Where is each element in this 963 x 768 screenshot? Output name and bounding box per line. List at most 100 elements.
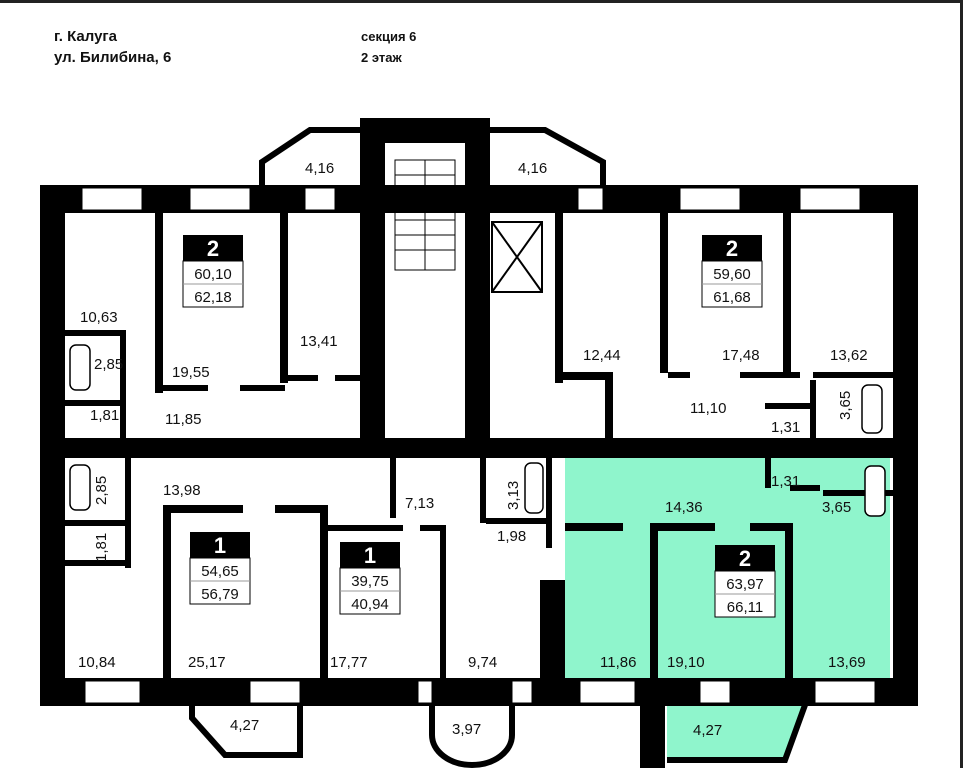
room-area: 4,16	[305, 160, 334, 177]
apartment-area: 59,60	[713, 266, 751, 283]
room-area: 7,13	[405, 495, 434, 512]
wall	[240, 385, 285, 391]
wall	[288, 375, 318, 381]
address-block: г. Калуга ул. Билибина, 6	[54, 26, 171, 68]
street-label: ул. Билибина, 6	[54, 49, 172, 66]
wall	[486, 518, 546, 524]
room-area: 3,13	[505, 481, 522, 510]
room-area: 25,17	[188, 654, 226, 671]
window	[799, 187, 861, 211]
room-area: 13,98	[163, 482, 201, 499]
wall	[420, 525, 440, 531]
wall	[65, 330, 125, 336]
room-area: 1,31	[771, 473, 800, 490]
wall	[163, 505, 243, 513]
wall	[465, 118, 490, 438]
window	[511, 680, 533, 704]
apartment-rooms: 2	[739, 546, 751, 571]
room-area: 17,77	[330, 654, 368, 671]
wall	[40, 678, 918, 706]
walls	[40, 118, 918, 768]
wall	[640, 705, 665, 768]
apartment-total-area: 62,18	[194, 289, 232, 306]
city-label: г. Калуга	[54, 28, 118, 45]
apartment-area: 63,97	[726, 576, 764, 593]
wall	[790, 485, 820, 491]
window	[577, 187, 604, 211]
bathtub-icons	[69, 344, 886, 517]
room-area: 13,41	[300, 333, 338, 350]
apartment-area: 60,10	[194, 266, 232, 283]
wall	[546, 458, 552, 548]
apartment-rooms: 2	[726, 236, 738, 261]
apartment-badge-highlighted[interactable]: 2 63,97 66,11	[714, 545, 776, 618]
wall	[360, 118, 490, 143]
room-area: 11,85	[165, 411, 201, 428]
window	[814, 680, 876, 704]
window	[699, 680, 731, 704]
wall	[783, 213, 791, 373]
room-area: 4,27	[230, 717, 259, 734]
wall	[605, 372, 613, 438]
wall	[750, 523, 790, 531]
room-area: 4,16	[518, 160, 547, 177]
room-area: 13,69	[828, 654, 866, 671]
wall	[655, 523, 715, 531]
wall	[823, 490, 893, 496]
wall	[65, 400, 125, 406]
wall	[65, 520, 125, 526]
room-area: 1,31	[771, 419, 800, 436]
badge-header	[190, 532, 250, 558]
wall	[813, 372, 893, 378]
badge-header	[183, 235, 243, 261]
wall	[120, 330, 126, 438]
wall	[280, 213, 288, 383]
wall	[125, 458, 131, 568]
wall	[65, 560, 125, 566]
room-area: 14,36	[665, 499, 703, 516]
floor-label: 2 этаж	[361, 50, 402, 65]
bathtub-icon	[69, 344, 91, 391]
wall	[540, 580, 565, 706]
apartment-area: 39,75	[351, 573, 389, 590]
window	[249, 680, 301, 704]
wall	[390, 458, 396, 518]
room-area: 1,81	[93, 533, 110, 562]
wall	[163, 385, 208, 391]
apartment-total-area: 66,11	[727, 599, 763, 616]
window	[579, 680, 636, 704]
apartment-badges: 260,1062,18259,6061,68154,6556,79139,754…	[182, 235, 776, 618]
room-area: 3,65	[837, 391, 854, 420]
room-area: 13,62	[830, 347, 868, 364]
room-area: 17,48	[722, 347, 760, 364]
apartment-badge[interactable]: 2 59,60 61,68	[701, 235, 763, 308]
wall	[40, 438, 918, 458]
bathtub-icon	[861, 384, 883, 434]
right-border	[960, 0, 963, 768]
wall	[320, 505, 328, 678]
window	[679, 187, 741, 211]
wall	[740, 372, 800, 378]
room-area: 10,84	[78, 654, 116, 671]
apartment-rooms: 1	[364, 543, 376, 568]
windows	[81, 187, 876, 704]
wall	[668, 372, 690, 378]
wall	[480, 458, 486, 523]
apartment-area: 54,65	[201, 563, 239, 580]
room-area: 9,74	[468, 654, 497, 671]
wall	[563, 372, 613, 380]
wall	[650, 523, 658, 678]
room-area: 1,81	[90, 407, 119, 424]
wall	[440, 525, 446, 678]
room-area: 10,63	[80, 309, 118, 326]
bay-outlines	[189, 127, 808, 768]
room-area: 3,65	[822, 499, 851, 516]
wall	[765, 403, 815, 409]
window	[81, 187, 143, 211]
apartment-total-area: 61,68	[713, 289, 751, 306]
